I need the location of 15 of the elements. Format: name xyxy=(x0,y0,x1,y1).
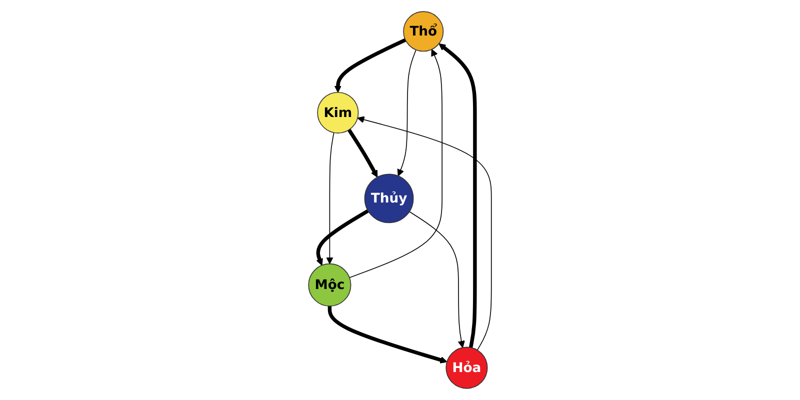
arrow xyxy=(409,211,465,348)
node-circle: Thủy xyxy=(364,174,414,224)
arrow xyxy=(347,128,378,178)
arrow xyxy=(328,306,448,364)
node-circle: Mộc xyxy=(308,263,352,306)
arrow xyxy=(349,49,442,278)
arrow xyxy=(357,116,492,351)
arrow xyxy=(334,38,406,93)
node-circle: Hỏa xyxy=(446,346,488,389)
node-circle: Kim xyxy=(317,92,359,134)
arrow xyxy=(397,49,416,176)
arrow xyxy=(316,209,370,266)
node-circle: Thổ xyxy=(403,11,444,52)
arrow xyxy=(326,132,334,264)
arrow xyxy=(438,43,477,348)
